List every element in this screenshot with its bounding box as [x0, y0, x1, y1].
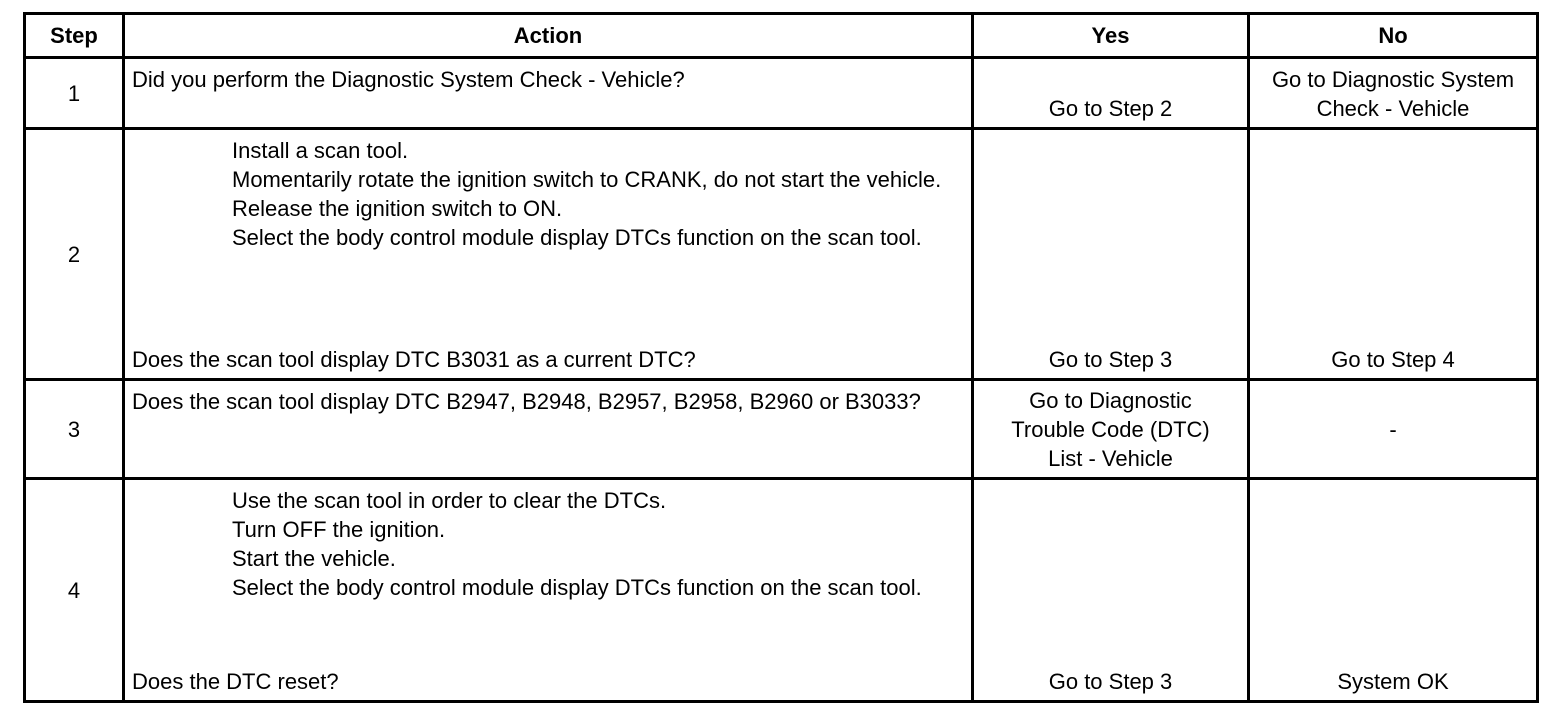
action-cell: Use the scan tool in order to clear the … — [125, 480, 974, 700]
no-cell: System OK — [1250, 480, 1536, 700]
no-cell: - — [1250, 381, 1536, 477]
yes-cell: Go to Step 3 — [974, 130, 1250, 378]
no-result: Go to Step 4 — [1331, 347, 1455, 372]
instruction-item: Turn OFF the ignition. — [232, 517, 446, 542]
no-result: - — [1389, 416, 1397, 442]
step-number: 4 — [26, 480, 125, 700]
yes-result-line: Trouble Code (DTC) — [1011, 416, 1210, 442]
action-question: Does the scan tool display DTC B3031 as … — [132, 347, 696, 372]
action-question: Does the scan tool display DTC B2947, B2… — [132, 389, 921, 414]
table-row-step-1: 1 Did you perform the Diagnostic System … — [26, 56, 1536, 127]
no-cell: Go to Step 4 — [1250, 130, 1536, 378]
yes-cell: Go to Step 3 — [974, 480, 1250, 700]
instruction-item: Select the body control module display D… — [232, 225, 922, 250]
instruction-list: Use the scan tool in order to clear the … — [132, 486, 963, 602]
no-cell: Go to Diagnostic System Check - Vehicle — [1250, 59, 1536, 127]
action-cell: Did you perform the Diagnostic System Ch… — [125, 59, 974, 127]
action-question: Does the DTC reset? — [132, 669, 339, 694]
yes-result-line: List - Vehicle — [1048, 445, 1173, 471]
step-number: 3 — [26, 381, 125, 477]
yes-cell: Go to Diagnostic Trouble Code (DTC) List… — [974, 381, 1250, 477]
instruction-item: Start the vehicle. — [232, 546, 396, 571]
step-number: 2 — [26, 130, 125, 378]
instruction-item: Release the ignition switch to ON. — [232, 196, 563, 221]
header-action: Action — [125, 15, 974, 56]
instruction-item: Momentarily rotate the ignition switch t… — [232, 167, 942, 192]
yes-result: Go to Step 3 — [1048, 347, 1173, 372]
step-number: 1 — [26, 59, 125, 127]
action-question: Did you perform the Diagnostic System Ch… — [132, 67, 685, 92]
yes-result: Go to Step 3 — [1048, 669, 1173, 694]
yes-result-line: Go to Diagnostic — [1029, 387, 1192, 413]
no-result: System OK — [1337, 669, 1449, 694]
table-row-step-4: 4 Use the scan tool in order to clear th… — [26, 477, 1536, 700]
table-header-row: Step Action Yes No — [26, 15, 1536, 56]
no-result-line: Check - Vehicle — [1316, 96, 1470, 121]
instruction-item: Select the body control module display D… — [232, 575, 922, 600]
instruction-item: Install a scan tool. — [232, 138, 409, 163]
header-step: Step — [26, 15, 125, 56]
table-row-step-3: 3 Does the scan tool display DTC B2947, … — [26, 378, 1536, 477]
action-cell: Does the scan tool display DTC B2947, B2… — [125, 381, 974, 477]
yes-cell: Go to Step 2 — [974, 59, 1250, 127]
yes-result: Go to Step 2 — [1048, 96, 1173, 121]
action-cell: Install a scan tool. Momentarily rotate … — [125, 130, 974, 378]
header-yes: Yes — [974, 15, 1250, 56]
table-row-step-2: 2 Install a scan tool. Momentarily rotat… — [26, 127, 1536, 378]
header-no: No — [1378, 23, 1408, 48]
instruction-list: Install a scan tool. Momentarily rotate … — [132, 136, 963, 252]
instruction-item: Use the scan tool in order to clear the … — [232, 488, 667, 513]
diagnostic-table: Step Action Yes No 1 Did you perform the… — [23, 12, 1539, 703]
no-result-line: Go to Diagnostic System — [1271, 67, 1515, 92]
